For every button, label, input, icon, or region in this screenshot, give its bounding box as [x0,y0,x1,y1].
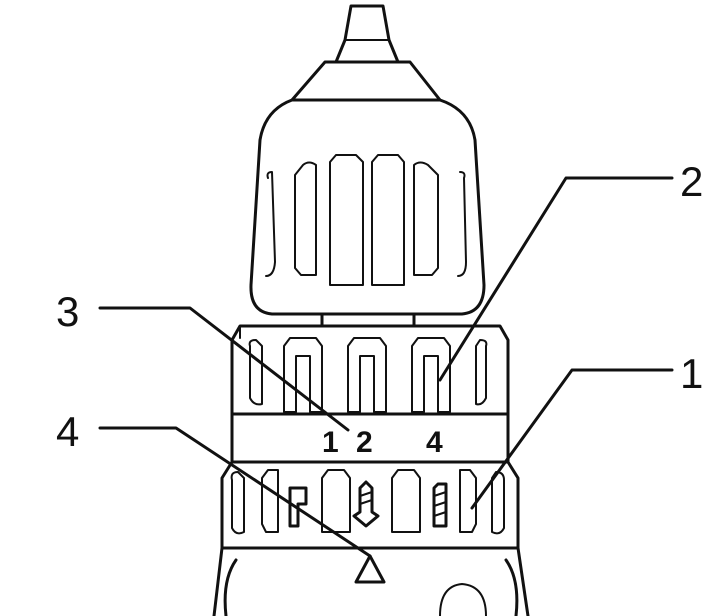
position-marker-triangle [354,554,386,584]
hammer-drill-mode-icon [432,482,448,528]
callout-3: 3 [56,288,79,335]
speed-mark-1: 1 [322,426,339,459]
callout-2: 2 [680,158,703,205]
callout-1: 1 [680,350,703,397]
callout-4: 4 [56,408,79,455]
speed-mark-2: 2 [356,426,373,459]
speed-mark-4: 4 [426,426,443,459]
chuck-neck [320,312,416,328]
chuck-sleeve [249,98,486,316]
leader-line-2 [438,176,674,382]
leader-line-4 [98,426,372,558]
speed-selector-band: 1 2 4 [230,412,510,464]
chuck-collar [290,60,442,102]
drill-mode-icon [288,486,308,528]
leader-line-3 [98,306,350,432]
screw-mode-icon [352,480,380,528]
mode-selector-ring [220,460,520,550]
drill-housing [212,546,530,616]
callout-leaders [98,176,674,558]
leader-line-1 [470,368,674,510]
chuck-tip [334,4,400,64]
